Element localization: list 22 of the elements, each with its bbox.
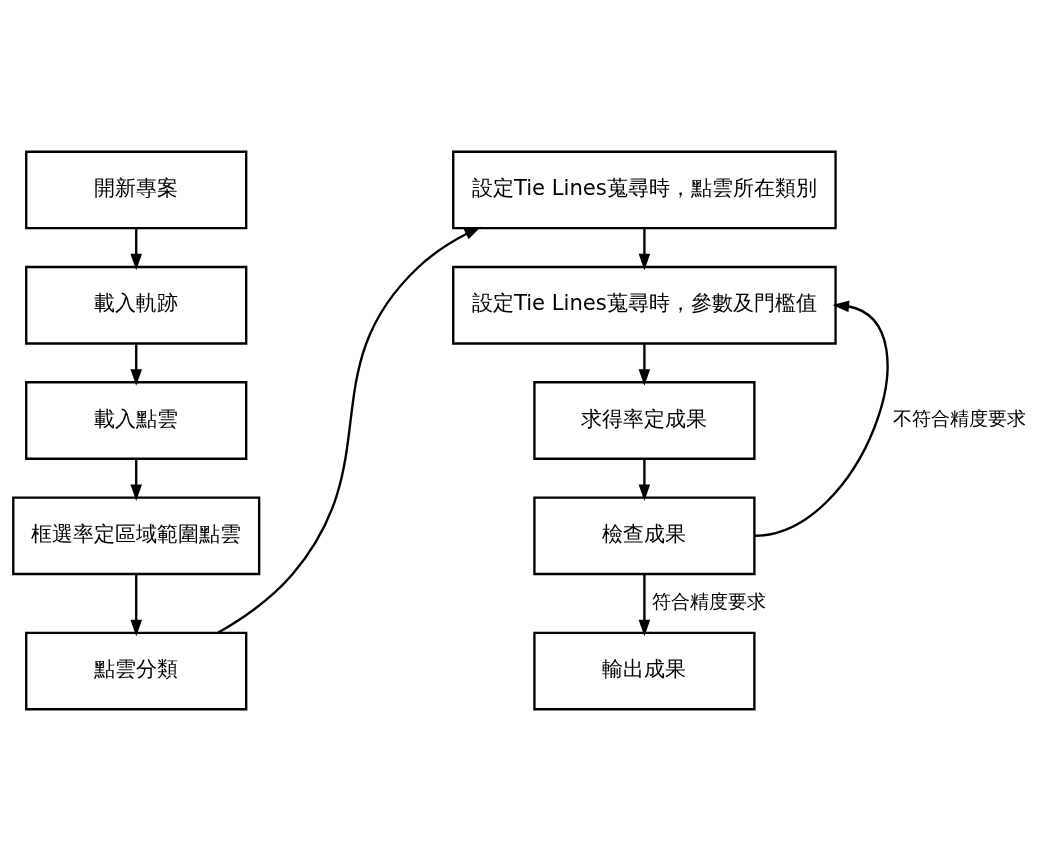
arrow bbox=[130, 343, 142, 386]
arrow bbox=[638, 228, 651, 271]
node-box: 載入軌跡 bbox=[25, 265, 248, 345]
node-box: 點雲分類 bbox=[25, 631, 248, 711]
arrow bbox=[754, 300, 889, 537]
arrow bbox=[130, 228, 142, 271]
node-box: 開新專案 bbox=[25, 150, 248, 230]
arrow bbox=[638, 574, 651, 637]
edge-label: 符合精度要求 bbox=[651, 590, 766, 612]
arrow bbox=[638, 458, 651, 501]
node-box: 檢查成果 bbox=[533, 496, 756, 576]
node-box: 載入點雲 bbox=[25, 381, 248, 460]
arrow bbox=[217, 226, 481, 634]
arrow bbox=[130, 458, 142, 501]
node-box: 設定Tie Lines蒐尋時，點雲所在類別 bbox=[452, 150, 837, 230]
node-box: 框選率定區域範圍點雲 bbox=[12, 496, 261, 576]
arrow bbox=[130, 574, 142, 637]
node-box: 輸出成果 bbox=[533, 631, 756, 711]
node-box: 求得率定成果 bbox=[533, 381, 756, 460]
node-box: 設定Tie Lines蒐尋時，參數及門檻值 bbox=[452, 265, 837, 345]
edge-label: 不符合精度要求 bbox=[892, 407, 1026, 429]
arrow bbox=[638, 343, 651, 386]
